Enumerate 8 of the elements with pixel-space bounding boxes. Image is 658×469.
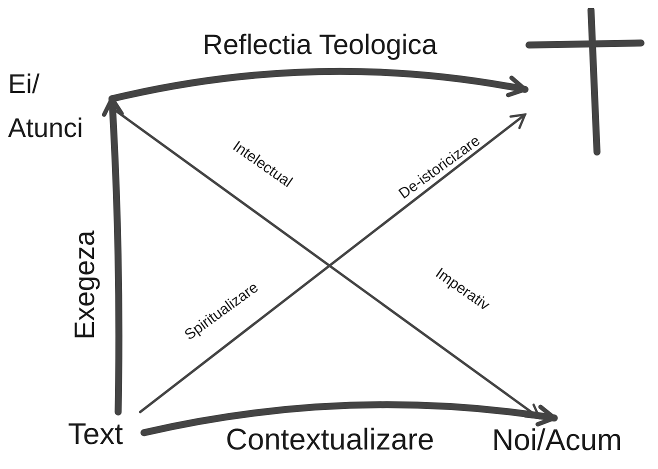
node-label: Text — [68, 412, 144, 458]
edge-label: Reflectia Teologica — [202, 28, 438, 62]
edge-label: Exegeza — [68, 230, 101, 340]
node-label: Noi/Acum — [492, 418, 656, 464]
arrow — [140, 401, 558, 436]
edge-label: Contextualizare — [226, 422, 434, 458]
node-label: Ei/ Atunci — [8, 62, 112, 154]
arrow — [108, 68, 528, 102]
